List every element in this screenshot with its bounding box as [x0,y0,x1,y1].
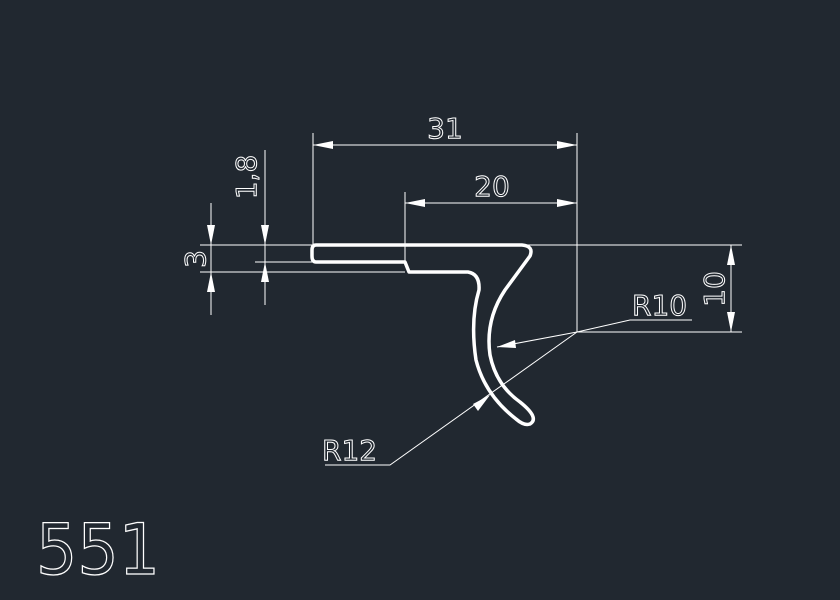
leader-r12: R12 [322,331,578,468]
part-number: 551 [36,509,160,591]
extension-lines [200,133,742,333]
dimension-31: 31 [313,112,577,149]
dimension-3: 3 [179,203,215,315]
radius-r10-label: R10 [632,289,687,322]
dimension-1-8: 1,8 [230,150,269,305]
profile-outline [310,243,536,427]
radius-r12-label: R12 [322,434,377,467]
dimension-10: 10 [698,245,735,332]
dimension-10-label: 10 [698,271,731,307]
leader-r10: R10 [496,289,692,348]
dimension-20-label: 20 [474,170,510,203]
dimension-20: 20 [405,170,577,207]
dimension-1-8-label: 1,8 [230,155,263,200]
dimension-3-label: 3 [179,250,212,268]
dimension-31-label: 31 [427,112,463,145]
